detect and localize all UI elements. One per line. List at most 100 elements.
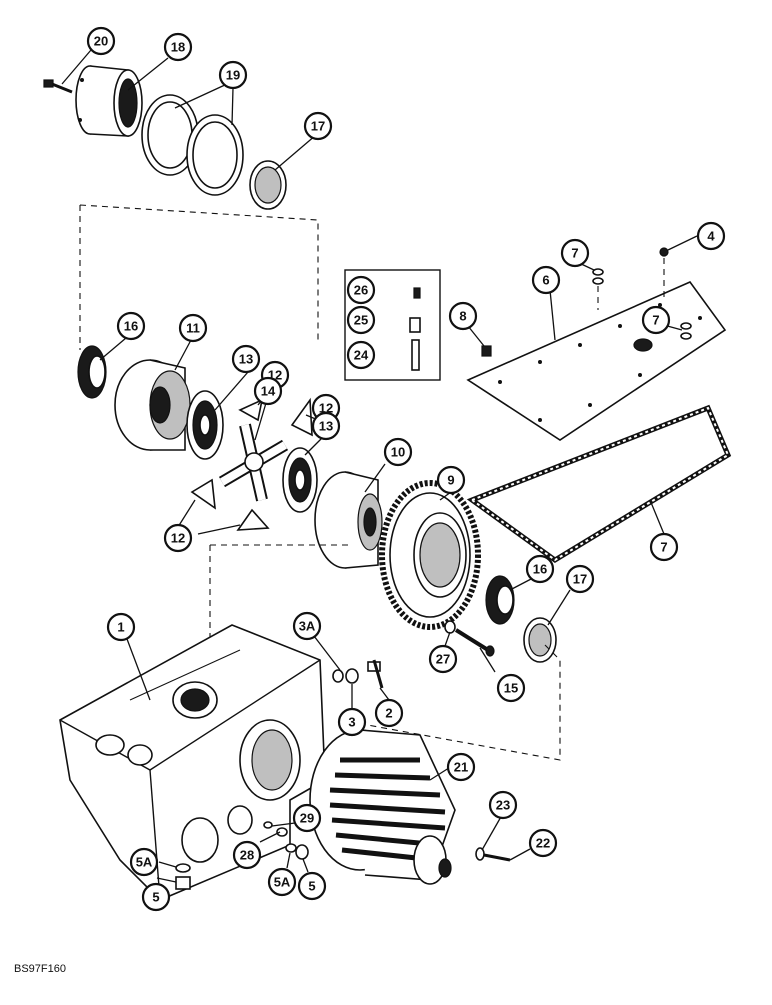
washer-part-3 [345,668,359,684]
svg-text:1: 1 [117,620,124,635]
figure-code: BS97F160 [14,963,66,975]
svg-text:2: 2 [385,706,392,721]
callout-23: 23 [488,790,518,820]
pinion-gear-part-12-b [290,397,313,437]
plug-part-8 [481,345,492,357]
callout-3: 3 [337,707,367,737]
bearing-cup-part-17-top [249,160,287,210]
callout-5A-left: 5A [129,847,159,877]
svg-text:8: 8 [459,309,466,324]
callout-26: 26 [346,275,376,305]
pinion-gear-part-12-c [190,478,216,510]
pin-part-29 [263,821,273,829]
differential-case-part-11 [114,359,191,451]
callout-9: 9 [436,465,466,495]
svg-text:16: 16 [533,562,547,577]
svg-text:3A: 3A [299,619,316,634]
washer-part-27 [444,620,456,634]
svg-text:15: 15 [504,681,518,696]
bearing-housing-part-18 [75,65,143,137]
svg-text:13: 13 [319,419,333,434]
bolt-part-20 [43,79,73,94]
gasket-part-7 [466,404,732,563]
svg-text:22: 22 [536,836,550,851]
svg-text:7: 7 [652,313,659,328]
callout-14: 14 [253,376,283,406]
nut-part-4 [659,247,669,300]
svg-text:7: 7 [660,540,667,555]
plug-part-5-left [175,876,191,890]
svg-text:7: 7 [571,246,578,261]
callout-5-middle: 5 [297,871,327,901]
washer-part-3A [332,669,344,683]
washer-part-5A-left [175,863,191,873]
bearing-cone-part-16-lower [485,575,515,625]
pinion-gear-part-12-a [238,398,264,422]
differential-case-part-10 [314,471,383,569]
callout-8: 8 [448,301,478,331]
callout-7-upper: 7 [560,238,590,268]
svg-text:10: 10 [391,445,405,460]
washer-part-23 [475,847,485,861]
svg-text:13: 13 [239,352,253,367]
pin-kit-box [344,269,441,381]
svg-text:5: 5 [152,890,159,905]
spider-part-14 [218,423,289,502]
callout-1: 1 [106,612,136,642]
callout-27: 27 [428,644,458,674]
callout-13-upper: 13 [231,344,261,374]
callout-25: 25 [346,305,376,335]
side-gear-part-13-lower [282,447,318,513]
svg-text:9: 9 [447,473,454,488]
callout-20: 20 [86,26,116,56]
svg-text:25: 25 [354,313,368,328]
callout-21: 21 [446,752,476,782]
callout-5A-middle: 5A [267,867,297,897]
callout-10: 10 [383,437,413,467]
callout-22: 22 [528,828,558,858]
svg-text:19: 19 [226,68,240,83]
callout-7-right: 7 [641,305,671,335]
svg-text:24: 24 [354,348,369,363]
bolt-part-15 [454,628,495,657]
svg-text:28: 28 [240,848,254,863]
svg-text:26: 26 [354,283,368,298]
callout-2: 2 [374,698,404,728]
callout-11: 11 [178,313,208,343]
svg-text:20: 20 [94,34,108,49]
pinion-gear-part-12-d [236,508,270,531]
plug-part-5-middle [295,844,309,860]
washer-part-7-upper [592,268,604,310]
svg-text:12: 12 [171,531,185,546]
bolt-part-22 [483,853,511,862]
callout-19: 19 [218,60,248,90]
callout-24: 24 [346,340,376,370]
callout-15: 15 [496,673,526,703]
svg-text:23: 23 [496,798,510,813]
callout-7-gasket: 7 [649,532,679,562]
washer-part-28 [276,827,288,837]
callout-17-lower: 17 [565,564,595,594]
callout-5-left: 5 [141,882,171,912]
svg-text:3: 3 [348,715,355,730]
callout-16-lower: 16 [525,554,555,584]
svg-text:27: 27 [436,652,450,667]
svg-text:17: 17 [573,572,587,587]
callout-28: 28 [232,840,262,870]
callout-18: 18 [163,32,193,62]
callout-13-lower: 13 [311,411,341,441]
callout-17-top: 17 [303,111,333,141]
svg-text:16: 16 [124,319,138,334]
shim-part-19 [141,94,244,196]
transmission-housing-part-1 [59,624,326,901]
bearing-cone-part-16-upper [77,345,107,399]
svg-text:12: 12 [319,401,333,416]
side-gear-part-13-upper [186,390,224,460]
svg-text:18: 18 [171,40,185,55]
svg-text:29: 29 [300,811,314,826]
ring-gear-part-9 [379,480,481,630]
washer-part-5A-middle [285,843,297,853]
washer-part-7-right [680,322,692,340]
clutch-pack-part-21 [309,729,456,885]
